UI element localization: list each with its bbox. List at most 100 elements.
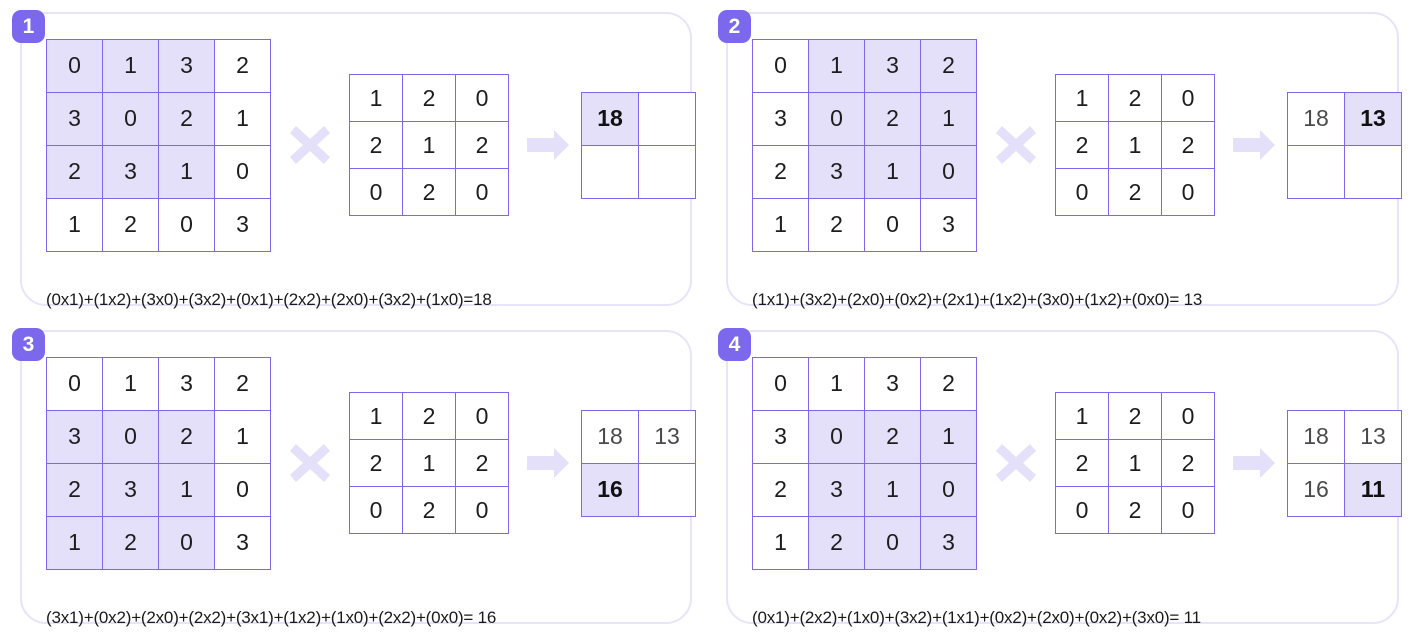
input-cell: 0 xyxy=(214,144,271,199)
output-matrix-row: 18 xyxy=(581,91,696,146)
arrow-right-icon xyxy=(525,446,571,480)
kernel-cell: 2 xyxy=(1055,121,1109,169)
input-cell: 2 xyxy=(808,197,865,252)
kernel-cell: 2 xyxy=(455,439,509,487)
input-cell: 1 xyxy=(46,197,103,252)
output-cell xyxy=(581,144,639,199)
kernel-cell: 1 xyxy=(1108,439,1162,487)
input-cell: 2 xyxy=(808,515,865,570)
input-cell: 2 xyxy=(46,462,103,517)
input-cell: 3 xyxy=(46,91,103,146)
kernel-cell: 0 xyxy=(1055,486,1109,534)
step-badge: 4 xyxy=(718,328,751,361)
input-cell: 0 xyxy=(46,356,103,411)
input-cell: 3 xyxy=(920,197,977,252)
input-cell: 1 xyxy=(214,409,271,464)
input-cell: 3 xyxy=(102,144,159,199)
kernel-cell: 1 xyxy=(1108,121,1162,169)
input-cell: 3 xyxy=(102,462,159,517)
output-cell: 13 xyxy=(1344,91,1402,146)
output-cell xyxy=(1344,144,1402,199)
output-cell xyxy=(1287,144,1345,199)
kernel-cell: 1 xyxy=(402,121,456,169)
input-cell: 1 xyxy=(214,91,271,146)
input-cell: 1 xyxy=(752,515,809,570)
input-cell: 0 xyxy=(920,144,977,199)
multiply-icon xyxy=(287,440,333,486)
input-cell: 1 xyxy=(752,197,809,252)
input-cell: 3 xyxy=(864,38,921,93)
step-badge: 2 xyxy=(718,10,751,43)
input-cell: 0 xyxy=(808,91,865,146)
input-cell: 2 xyxy=(214,38,271,93)
kernel-cell: 0 xyxy=(1161,392,1215,440)
multiply-icon xyxy=(993,122,1039,168)
input-cell: 3 xyxy=(158,38,215,93)
input-cell: 2 xyxy=(864,91,921,146)
input-cell: 2 xyxy=(158,91,215,146)
input-cell: 1 xyxy=(808,38,865,93)
output-cell: 13 xyxy=(1344,409,1402,464)
input-cell: 1 xyxy=(864,462,921,517)
output-cell: 18 xyxy=(1287,409,1345,464)
kernel-cell: 2 xyxy=(1055,439,1109,487)
input-cell: 2 xyxy=(752,144,809,199)
formula-text: (3x1)+(0x2)+(2x0)+(2x2)+(3x1)+(1x2)+(1x0… xyxy=(46,608,497,627)
input-cell: 3 xyxy=(920,515,977,570)
input-cell: 3 xyxy=(864,356,921,411)
input-cell: 0 xyxy=(864,197,921,252)
input-cell: 2 xyxy=(920,356,977,411)
kernel-cell: 0 xyxy=(455,168,509,216)
arrow-right-icon xyxy=(525,128,571,162)
input-cell: 1 xyxy=(920,409,977,464)
kernel-cell: 2 xyxy=(1161,439,1215,487)
kernel-cell: 0 xyxy=(1161,168,1215,216)
formula-text: (0x1)+(1x2)+(3x0)+(3x2)+(0x1)+(2x2)+(2x0… xyxy=(46,290,492,309)
input-cell: 3 xyxy=(752,91,809,146)
input-cell: 1 xyxy=(864,144,921,199)
input-cell: 0 xyxy=(752,356,809,411)
kernel-cell: 2 xyxy=(1108,486,1162,534)
kernel-cell: 1 xyxy=(349,74,403,122)
kernel-cell: 1 xyxy=(402,439,456,487)
kernel-cell: 0 xyxy=(455,486,509,534)
input-cell: 1 xyxy=(46,515,103,570)
input-cell: 1 xyxy=(102,38,159,93)
output-cell xyxy=(638,462,696,517)
kernel-cell: 1 xyxy=(1055,392,1109,440)
output-cell: 18 xyxy=(581,91,639,146)
input-cell: 1 xyxy=(102,356,159,411)
kernel-cell: 2 xyxy=(402,392,456,440)
step-badge: 1 xyxy=(12,10,45,43)
output-matrix-row xyxy=(581,144,696,199)
